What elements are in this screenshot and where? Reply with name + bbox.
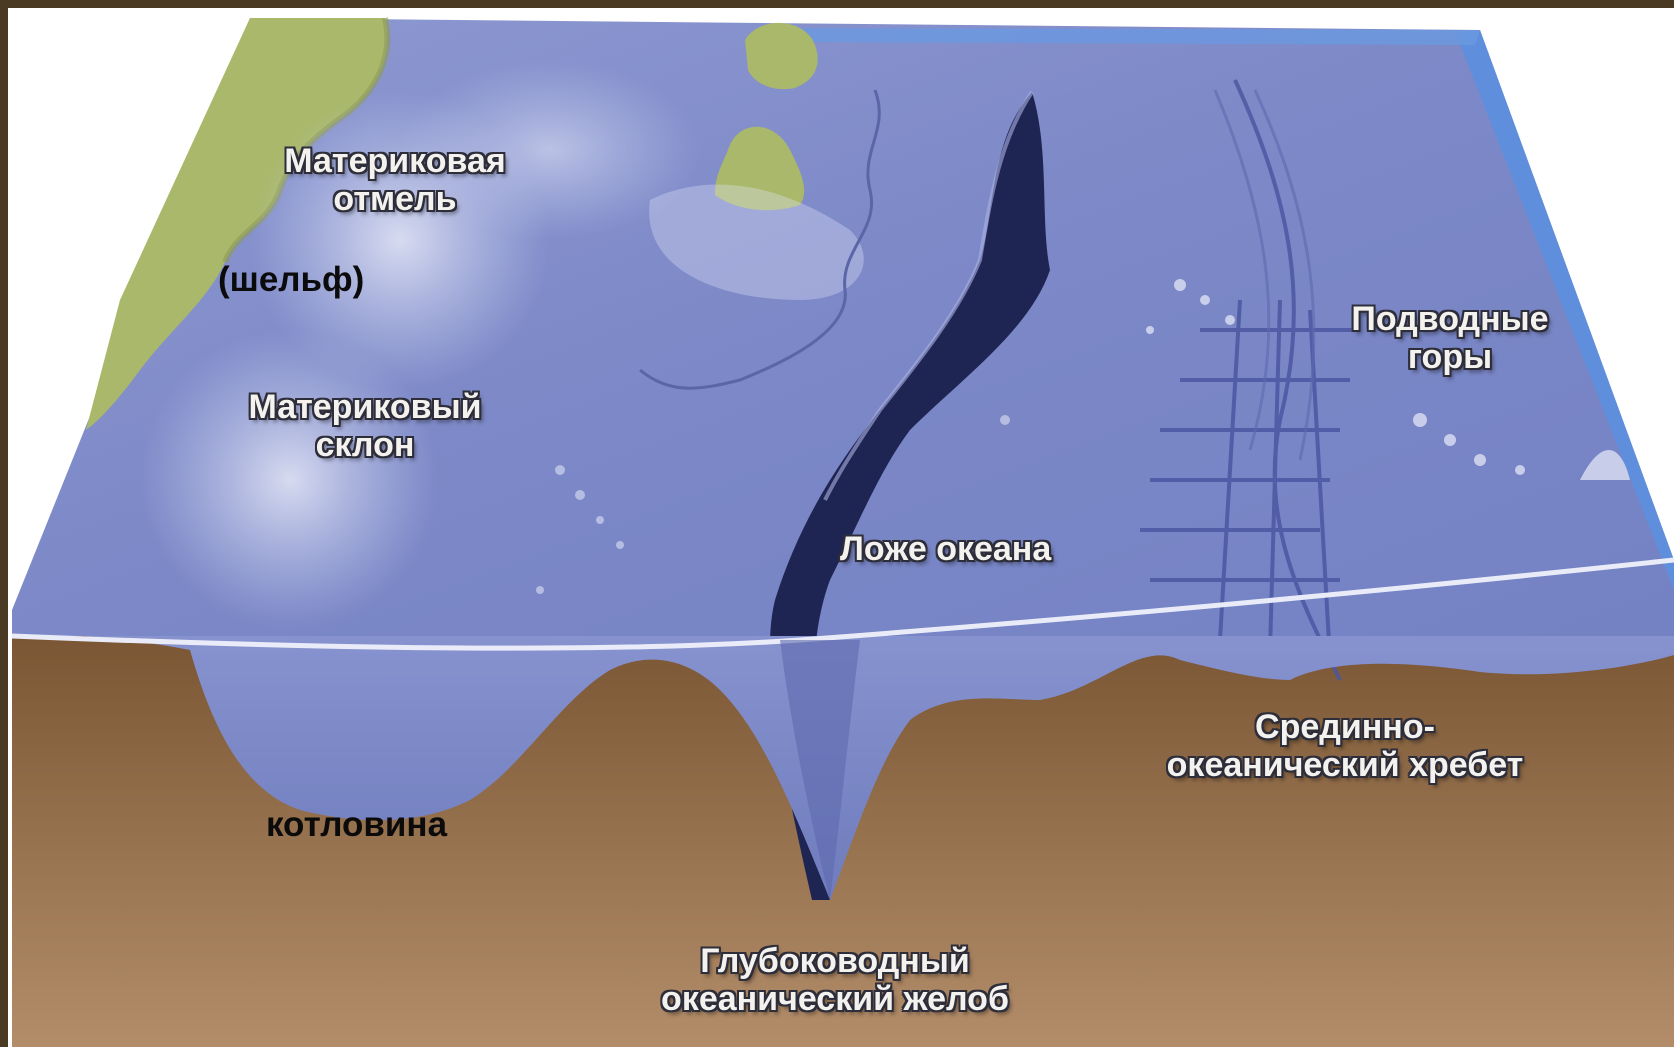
label-shelf-paren-text: (шельф) xyxy=(218,260,364,299)
label-ocean-floor: Ложе океана xyxy=(840,530,1051,568)
label-deep-sea-trench: Глубоководный океанический желоб xyxy=(640,942,1030,1018)
slope-mist xyxy=(140,330,440,630)
label-slope-line2: склон xyxy=(235,426,495,464)
label-basin-text: котловина xyxy=(266,805,447,844)
label-basin: котловина xyxy=(266,805,447,844)
label-shelf-parenthetical: (шельф) xyxy=(218,260,364,299)
label-floor-text: Ложе океана xyxy=(840,530,1051,568)
label-seamounts: Подводные горы xyxy=(1330,300,1570,376)
label-seamounts-line2: горы xyxy=(1330,338,1570,376)
label-continental-shelf: Материковая отмель xyxy=(265,142,525,218)
label-mid-ocean-ridge: Срединно- океанический хребет xyxy=(1145,708,1545,784)
label-trench-line2: океанический желоб xyxy=(640,980,1030,1018)
label-ridge-line1: Срединно- xyxy=(1145,708,1545,746)
label-slope-line1: Материковый xyxy=(235,388,495,426)
label-seamounts-line1: Подводные xyxy=(1330,300,1570,338)
label-ridge-line2: океанический хребет xyxy=(1145,746,1545,784)
label-shelf-line1: Материковая xyxy=(265,142,525,180)
label-shelf-line2: отмель xyxy=(265,180,525,218)
label-trench-line1: Глубоководный xyxy=(640,942,1030,980)
label-continental-slope: Материковый склон xyxy=(235,388,495,464)
